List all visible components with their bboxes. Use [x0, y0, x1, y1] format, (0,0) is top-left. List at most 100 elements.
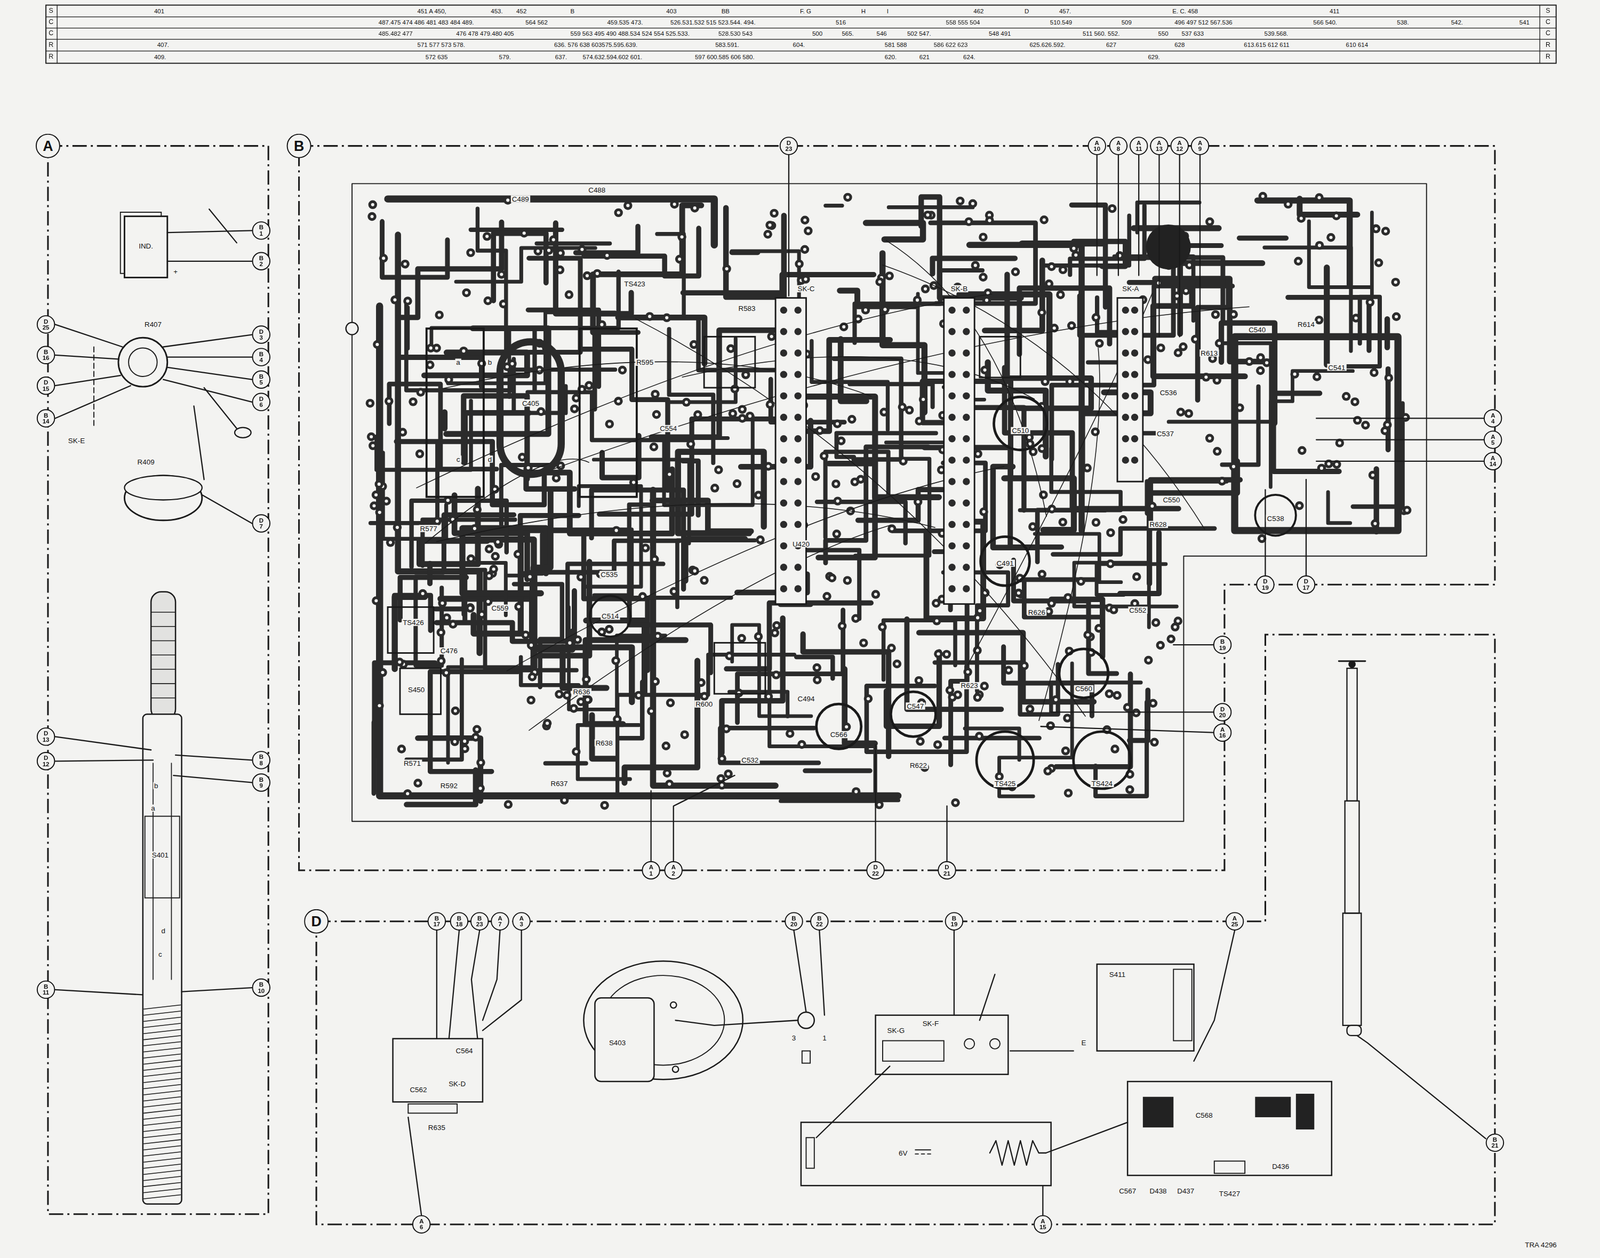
solder-pad — [803, 226, 813, 236]
antenna-base — [1347, 1025, 1362, 1036]
solder-pad — [1229, 309, 1238, 319]
pad-hole — [766, 232, 770, 236]
solder-pad — [875, 277, 884, 286]
table-cell: 636. 576 638 603575.595.639. — [553, 41, 639, 48]
copper-trace — [1239, 235, 1287, 241]
copper-trace — [374, 662, 435, 757]
pad-hole — [485, 234, 489, 238]
table-cell: 610 614 — [1345, 41, 1370, 48]
coil-winding — [144, 1035, 181, 1040]
pad-hole — [1261, 194, 1265, 198]
capacitor-plate — [500, 341, 562, 475]
connector-code: A 1 — [649, 864, 654, 877]
solder-pad — [1065, 377, 1075, 386]
solder-pad — [1384, 373, 1394, 382]
pad-hole — [445, 616, 449, 620]
wire — [54, 375, 120, 386]
solder-pad — [466, 248, 475, 258]
potentiometer — [124, 475, 202, 521]
pad-hole — [740, 408, 744, 412]
potentiometer — [124, 475, 202, 501]
pad-hole — [607, 627, 611, 631]
coil-winding — [144, 1115, 181, 1120]
solder-pad — [913, 497, 923, 507]
ground-pad — [1146, 224, 1191, 270]
solder-pad — [1381, 226, 1390, 236]
solder-pad — [372, 340, 382, 349]
solder-pad — [978, 232, 988, 242]
copper-trace — [840, 339, 867, 402]
pad-hole — [453, 709, 458, 713]
strip-pin — [780, 349, 788, 357]
dash-dot-border — [299, 146, 1495, 871]
strip-pin — [780, 435, 788, 443]
solder-pad — [665, 779, 674, 789]
indicator-meter — [124, 216, 167, 278]
wire — [1199, 155, 1201, 352]
copper-trace — [1288, 297, 1370, 351]
table-cell: 451 A 450, — [416, 8, 448, 14]
connector-code: D 15 — [42, 379, 50, 392]
solder-pad — [366, 432, 376, 442]
solder-pad — [1039, 215, 1048, 224]
coil-winding — [144, 1078, 181, 1083]
part-label: R577 — [419, 524, 439, 532]
part-label: D436 — [1270, 1162, 1291, 1170]
solder-pad — [914, 416, 924, 426]
panel-letter: A — [35, 133, 61, 159]
coil-winding — [144, 1176, 181, 1181]
part-label: TS425 — [993, 780, 1017, 788]
pad-hole — [1320, 466, 1324, 470]
wire — [54, 736, 151, 750]
pad-hole — [615, 717, 619, 722]
pad-hole — [580, 248, 584, 252]
connection-point: B 1 — [252, 221, 271, 240]
table-cell: C — [1544, 30, 1552, 37]
pad-hole — [586, 698, 590, 702]
connection-point: B 16 — [36, 346, 55, 365]
pad-hole — [1146, 357, 1150, 362]
solder-pad — [556, 248, 565, 258]
pad-hole — [636, 693, 640, 698]
connector-code: B 4 — [259, 350, 264, 364]
pad-hole — [1175, 294, 1179, 298]
part-label: IND. — [137, 242, 155, 250]
copper-trace — [629, 590, 711, 674]
copper-trace — [840, 290, 917, 307]
solder-pad — [504, 800, 513, 809]
wire — [482, 930, 522, 1031]
copper-trace — [811, 340, 888, 430]
table-cell: 565. — [841, 30, 855, 37]
pad-hole — [976, 696, 980, 700]
solder-pad — [451, 706, 460, 716]
solder-pad — [833, 419, 842, 429]
solder-pad — [1370, 519, 1380, 528]
copper-trace — [1096, 564, 1166, 596]
pad-hole — [516, 552, 520, 556]
strip-pin — [962, 306, 970, 314]
contact — [989, 1038, 1000, 1050]
copper-trace — [379, 306, 899, 796]
solder-pad — [794, 259, 804, 269]
solder-pad — [403, 789, 412, 798]
pad-hole — [845, 195, 850, 199]
pad-hole — [446, 378, 451, 382]
pad-hole — [395, 525, 399, 530]
part-label: R614 — [1296, 321, 1316, 328]
pad-hole — [693, 206, 697, 210]
pad-hole — [1086, 633, 1090, 637]
pad-hole — [1097, 626, 1101, 630]
solder-pad — [1402, 505, 1412, 515]
pad-hole — [923, 287, 927, 291]
solder-pad — [514, 602, 523, 611]
solder-pad — [722, 724, 731, 733]
pad-hole — [1061, 520, 1065, 524]
part-label: d — [160, 926, 166, 934]
solder-pad — [837, 621, 847, 631]
pad-hole — [1079, 579, 1083, 583]
solder-pad — [400, 259, 410, 269]
copper-trace — [1273, 393, 1340, 472]
strip-pin — [780, 456, 788, 464]
panel-letter: B — [286, 133, 312, 159]
strip-pin — [794, 370, 802, 378]
